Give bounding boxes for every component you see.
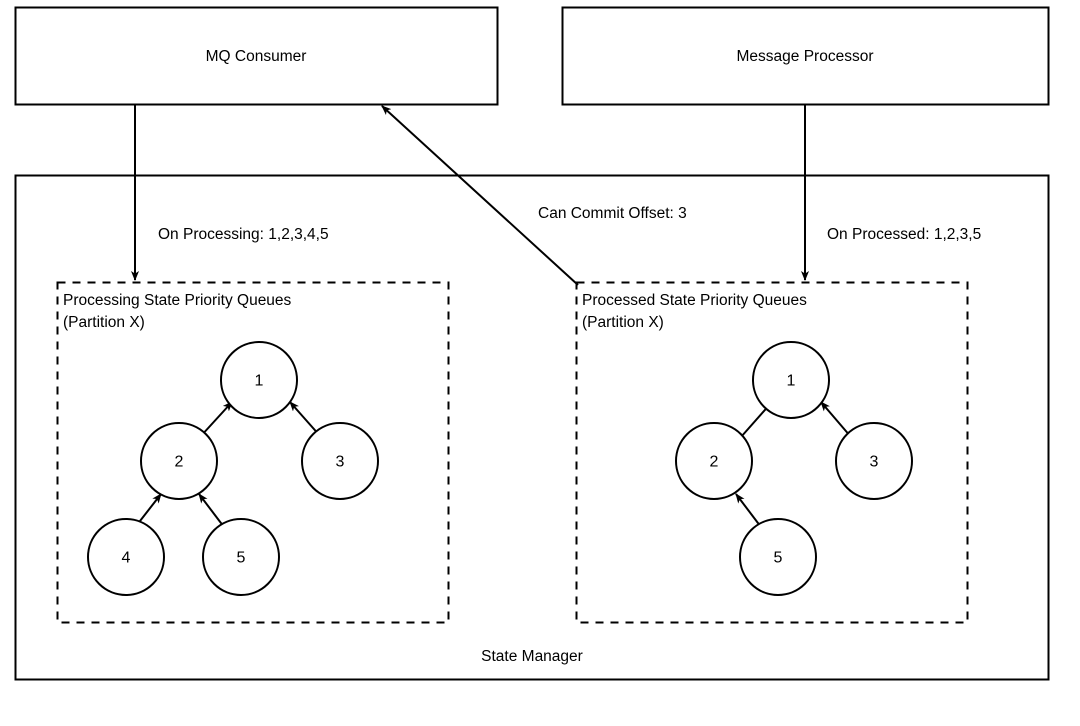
message-processor-label: Message Processor (736, 48, 874, 65)
left-node-4-label: 4 (122, 550, 131, 567)
left-edge-2-to-1 (199, 401, 233, 438)
on-processing-label: On Processing: 1,2,3,4,5 (158, 226, 329, 243)
state-manager-label: State Manager (481, 648, 583, 665)
on-processed-label: On Processed: 1,2,3,5 (827, 226, 982, 243)
processed-queue-title-line2: (Partition X) (582, 314, 664, 331)
right-node-3[interactable]: 3 (835, 422, 913, 500)
right-node-2[interactable]: 2 (675, 422, 753, 500)
left-node-4[interactable]: 4 (87, 518, 165, 596)
left-node-1[interactable]: 1 (220, 341, 298, 419)
right-node-2-label: 2 (710, 454, 719, 471)
message-processor-box[interactable] (561, 6, 1050, 106)
processing-queue-title-line1: Processing State Priority Queues (63, 292, 292, 309)
mq-consumer-box[interactable] (14, 6, 499, 106)
left-node-2-label: 2 (175, 454, 184, 471)
processed-queue-title-line1: Processed State Priority Queues (582, 292, 807, 309)
left-node-1-label: 1 (255, 373, 264, 390)
mq-consumer-label: MQ Consumer (205, 48, 307, 65)
arrow-can-commit-offset (381, 105, 579, 286)
left-node-3-label: 3 (336, 454, 345, 471)
left-node-2[interactable]: 2 (140, 422, 218, 500)
right-node-1-label: 1 (787, 373, 796, 390)
left-node-3[interactable]: 3 (301, 422, 379, 500)
right-node-1[interactable]: 1 (752, 341, 830, 419)
can-commit-offset-label: Can Commit Offset: 3 (538, 205, 687, 222)
processing-queue-title-line2: (Partition X) (63, 314, 145, 331)
left-node-5-label: 5 (237, 550, 246, 567)
right-node-5[interactable]: 5 (739, 518, 817, 596)
right-node-3-label: 3 (870, 454, 879, 471)
left-node-5[interactable]: 5 (202, 518, 280, 596)
right-node-5-label: 5 (774, 550, 783, 567)
right-edge-3-to-1 (820, 401, 852, 438)
